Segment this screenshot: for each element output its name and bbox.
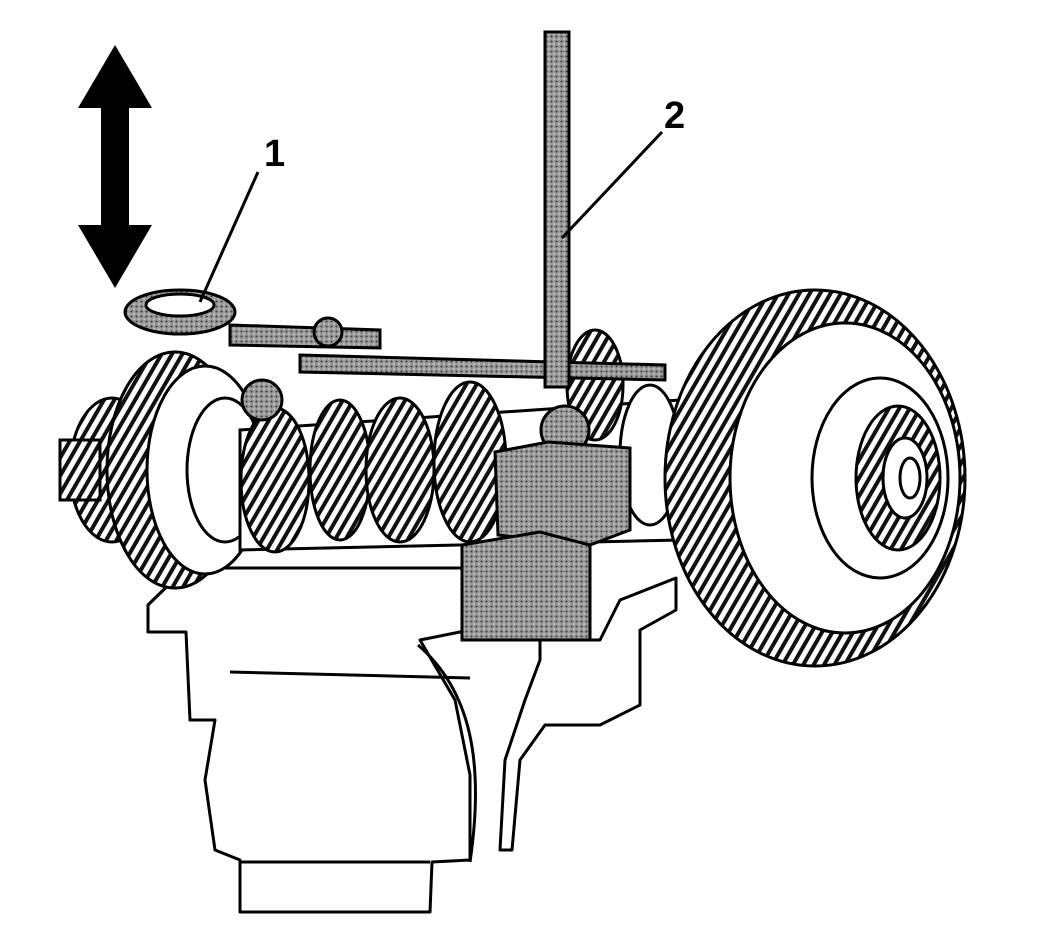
double-arrow-icon — [78, 45, 152, 288]
callout-2-leader — [560, 130, 664, 240]
callout-2-label: 2 — [664, 95, 685, 137]
block-bottom — [460, 530, 592, 642]
fixture-arm — [228, 323, 382, 350]
housing — [146, 566, 678, 914]
callout-1-label: 1 — [264, 133, 285, 175]
block-top — [493, 440, 632, 547]
vertical-rod — [543, 30, 571, 389]
housing-right-leg — [498, 576, 678, 852]
housing-left-leg — [146, 566, 472, 914]
fixture-crossbar — [298, 353, 667, 382]
callout-1-leader — [198, 171, 260, 303]
measuring-rod-assembly — [460, 30, 632, 642]
right-helical-gear — [663, 288, 967, 668]
dial-indicator-fixture — [123, 288, 667, 456]
